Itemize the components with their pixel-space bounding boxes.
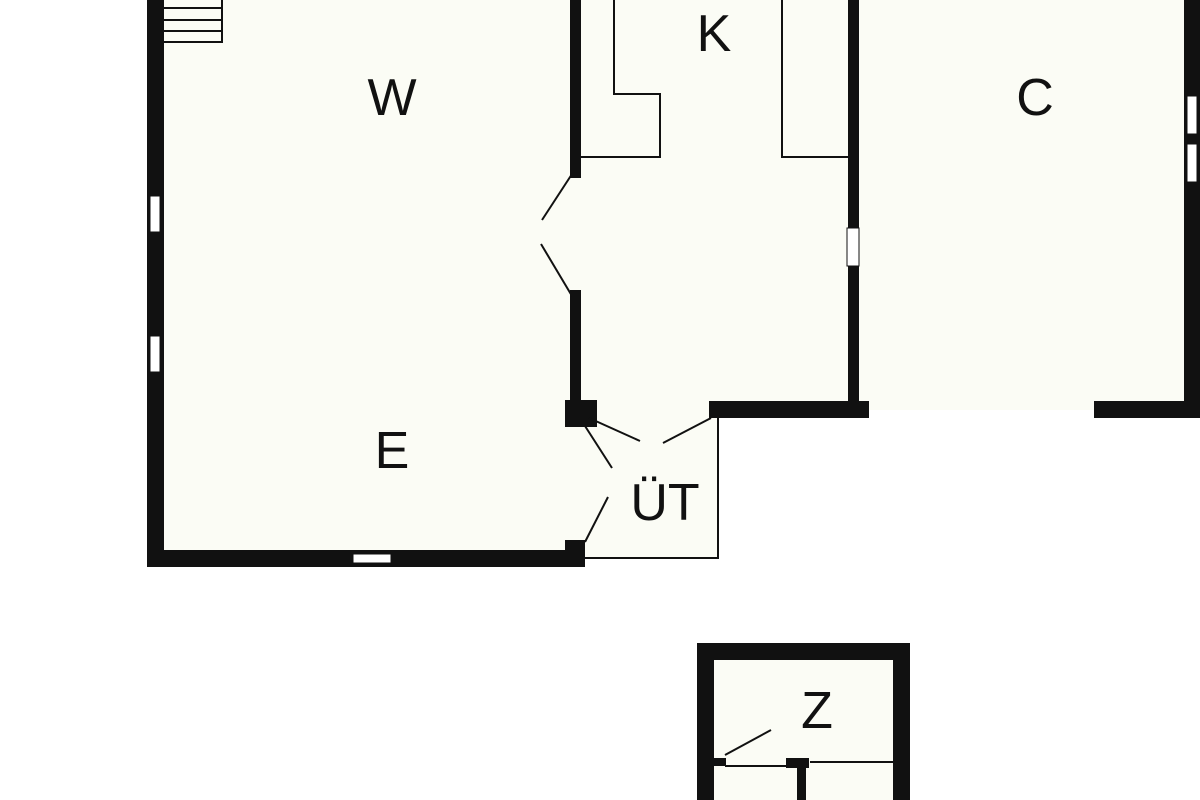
wall-west: [147, 0, 164, 566]
fixtures: [540, 0, 893, 767]
wall-z-north: [697, 643, 910, 660]
floor-room-c: [856, 0, 1192, 410]
wall-z-inner-stub: [786, 758, 809, 768]
walls: [147, 0, 1200, 800]
room-label-w: W: [367, 69, 416, 127]
door-leaf-living-upper: [541, 173, 573, 221]
wall-partition-upper: [570, 0, 581, 178]
wall-corner-post-bottom: [565, 540, 585, 567]
door-leaf-living-lower: [540, 243, 573, 297]
door-leaf-entrance-1: [588, 417, 641, 442]
wall-corner-post-top: [565, 400, 597, 427]
window-south: [352, 553, 392, 564]
wall-south-c: [1094, 401, 1200, 418]
window-west-lower: [149, 335, 161, 373]
kitchen-counter-left: [581, 0, 661, 158]
window-east-upper: [1186, 95, 1198, 135]
door-leaf-entrance-3: [584, 425, 613, 469]
wall-z-west: [697, 643, 714, 800]
window-east-lower: [1186, 143, 1198, 183]
wall-z-inner-ledge: [714, 758, 726, 766]
wall-south-kitchen: [709, 401, 869, 418]
room-label-k: K: [697, 5, 732, 63]
room-label-c: C: [1016, 69, 1054, 127]
room-label-z: Z: [801, 682, 833, 740]
wall-partition-lower: [570, 290, 581, 415]
floor-entrance: [576, 410, 718, 558]
kitchen-counter-right: [781, 0, 848, 158]
floor-kitchen: [576, 0, 854, 410]
floor-main-left: [155, 0, 576, 558]
window-west-upper: [149, 195, 161, 233]
room-labels: W K C E ÜT Z: [367, 5, 1053, 740]
wall-east: [1184, 0, 1200, 418]
door-leaf-entrance-4: [584, 496, 609, 543]
door-leaf-room-z: [724, 729, 772, 756]
entrance-east-wall: [583, 418, 719, 559]
windows: [149, 95, 1198, 564]
wall-z-inner-mid: [797, 766, 806, 800]
window-kitchen-east: [846, 227, 860, 267]
wall-z-east: [893, 643, 910, 800]
room-label-ut: ÜT: [630, 474, 699, 532]
room-label-e: E: [375, 422, 410, 480]
wall-kitchen-east: [848, 0, 859, 418]
stairs: [164, 0, 223, 43]
door-leaf-entrance-2: [662, 417, 712, 444]
